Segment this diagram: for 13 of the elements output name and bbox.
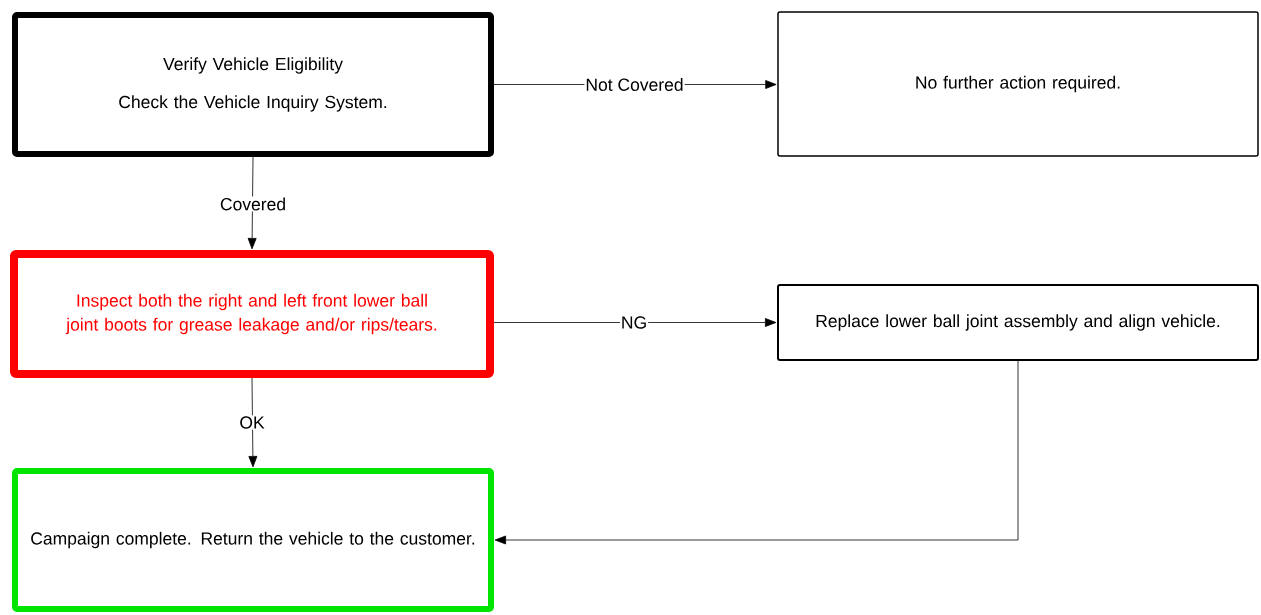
process-box: Replace lower ball joint assembly and align vehicle. <box>777 284 1259 361</box>
edge-label: NG <box>619 315 649 330</box>
edge-label: Not Covered <box>584 77 685 92</box>
edge-label: OK <box>238 415 266 430</box>
arrow <box>494 360 1019 545</box>
process-box: No further action required. <box>777 11 1259 157</box>
arrow <box>493 318 777 327</box>
arrow <box>248 377 258 468</box>
process-box: Inspect both the right and left front lower ball joint boots for grease leakage and/or rips/tears. <box>10 250 494 378</box>
edge-label: Covered <box>218 196 288 212</box>
arrow <box>247 156 257 250</box>
process-box: Verify Vehicle Eligibility Check the Vehicle Inquiry System. <box>12 12 494 157</box>
process-box: Campaign complete. Return the vehicle to the customer. <box>12 468 494 612</box>
